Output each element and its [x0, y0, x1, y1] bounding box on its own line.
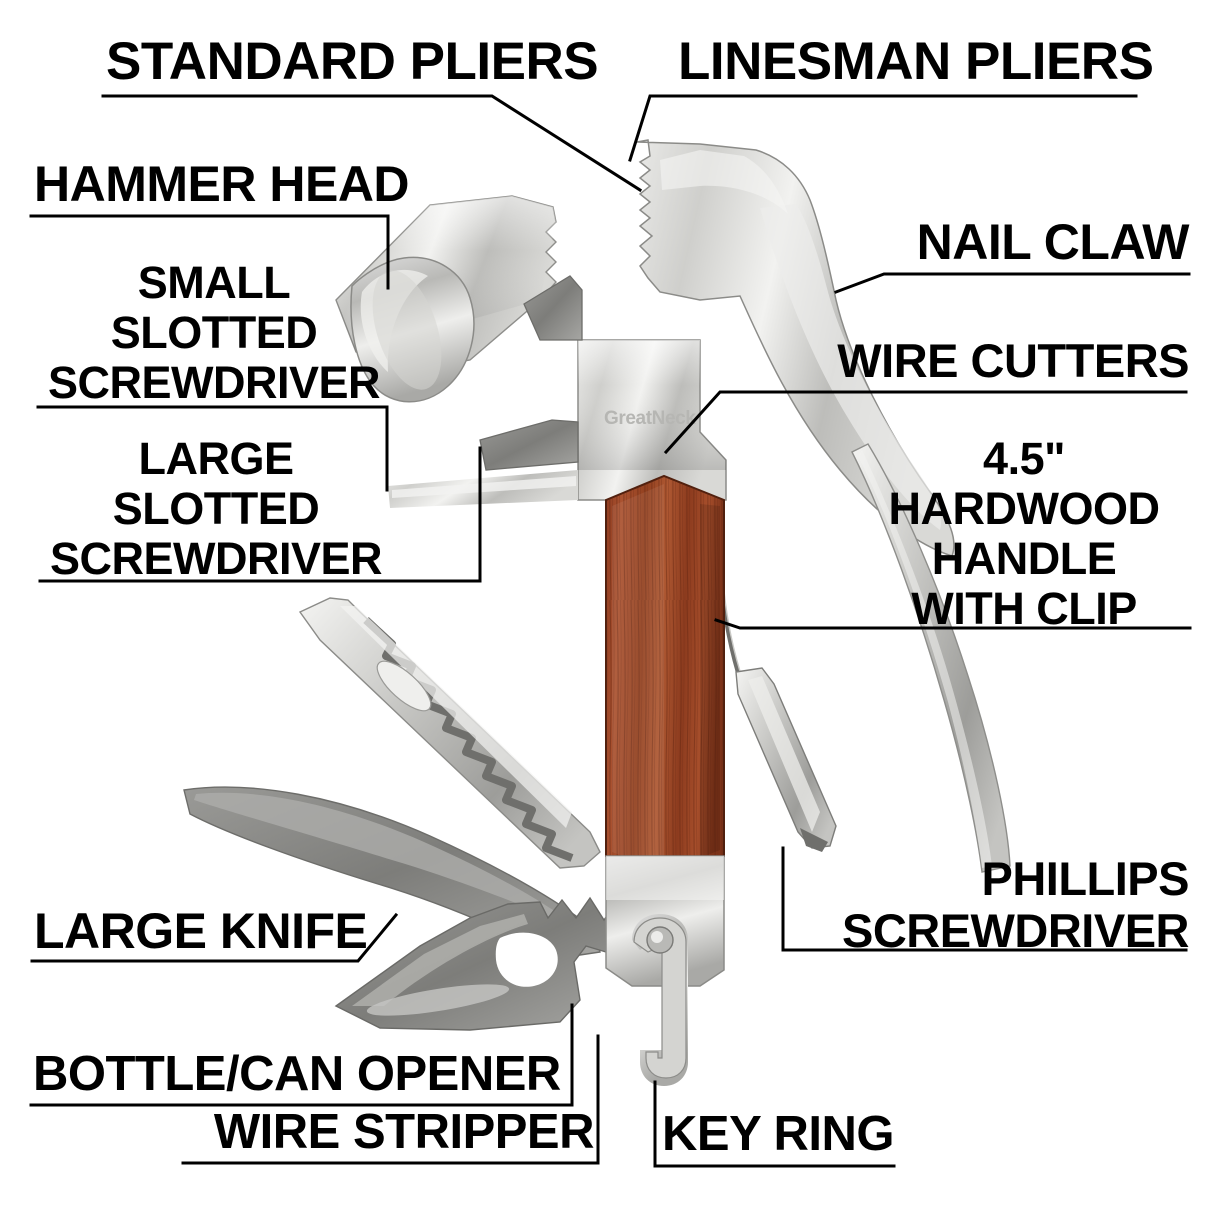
- hardwood-handle: [605, 474, 725, 882]
- label-nail-claw: NAIL CLAW: [916, 214, 1190, 270]
- large-slotted-screwdriver: [479, 419, 579, 471]
- label-hardwood-handle: 4.5" HARDWOOD HANDLE WITH CLIP: [888, 433, 1160, 634]
- label-phillips-screwdriver: PHILLIPS SCREWDRIVER: [841, 852, 1190, 957]
- hammer-head-face: [350, 256, 475, 403]
- label-wire-cutters: WIRE CUTTERS: [837, 334, 1189, 387]
- serrated-blade: [298, 597, 601, 869]
- label-bottle-can-opener: BOTTLE/CAN OPENER: [33, 1047, 561, 1101]
- label-small-slotted-screwdriver: SMALL SLOTTED SCREWDRIVER: [47, 257, 381, 408]
- phillips-screwdriver: [735, 667, 837, 852]
- bottle-can-opener: [334, 896, 621, 1031]
- label-large-slotted-screwdriver: LARGE SLOTTED SCREWDRIVER: [49, 433, 383, 584]
- label-hammer-head: HAMMER HEAD: [34, 156, 410, 212]
- label-standard-pliers: STANDARD PLIERS: [106, 32, 599, 91]
- brand-etching: GreatNeck: [604, 408, 696, 429]
- label-large-knife: LARGE KNIFE: [34, 903, 368, 959]
- label-wire-stripper: WIRE STRIPPER: [213, 1105, 595, 1159]
- key-ring: [632, 914, 688, 1086]
- tool-bolster-top: GreatNeck: [577, 339, 727, 501]
- label-linesman-pliers: LINESMAN PLIERS: [678, 32, 1154, 91]
- label-key-ring: KEY RING: [662, 1107, 894, 1161]
- small-slotted-screwdriver: [388, 470, 578, 508]
- standard-plier-jaw: [523, 275, 583, 341]
